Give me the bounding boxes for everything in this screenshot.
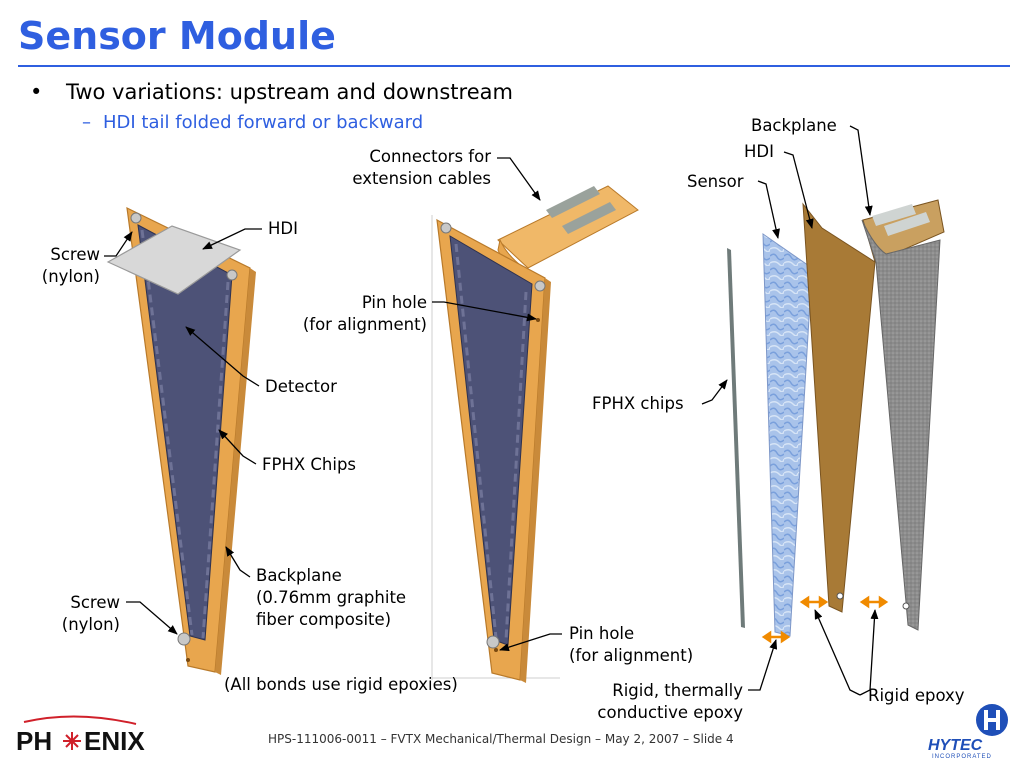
epoxy-gap-arrows <box>761 595 889 644</box>
bullet-main-text: Two variations: upstream and downstream <box>66 80 513 104</box>
leader-fphx-right <box>701 379 728 405</box>
label-screw-bottom: Screw (nylon) <box>40 592 120 636</box>
middle-screw-right <box>534 280 546 292</box>
exploded-backplane-hole <box>902 602 910 610</box>
middle-screw-bottom <box>486 635 500 649</box>
label-pinhole-bottom-line1: Pin hole <box>569 624 635 643</box>
slide-footer: HPS-111006-0011 – FVTX Mechanical/Therma… <box>268 732 734 746</box>
label-screw-top-line2: (nylon) <box>41 267 100 286</box>
label-rigid-thermal: Rigid, thermally conductive epoxy <box>570 680 743 724</box>
leader-detector <box>185 326 260 387</box>
label-pinhole-top-line2: (for alignment) <box>302 315 427 334</box>
leader-screw-bottom <box>126 601 178 635</box>
left-module <box>106 206 256 675</box>
exploded-connector-1 <box>872 204 916 226</box>
middle-backplane-edge <box>520 278 551 683</box>
label-pinhole-top: Pin hole (for alignment) <box>280 292 427 336</box>
label-rigid-thermal-line1: Rigid, thermally <box>612 681 743 700</box>
slide-title: Sensor Module <box>18 14 336 58</box>
leader-rigid-thermal <box>748 639 778 691</box>
leader-backplane-right <box>849 125 873 216</box>
left-backplane-edge <box>215 268 256 675</box>
bullet-dot: • <box>30 80 43 104</box>
hytec-logo-subtext: INCORPORATED <box>932 754 992 760</box>
exploded-connector-2 <box>884 212 930 236</box>
label-hdi-right: HDI <box>744 142 774 161</box>
label-bonds-note: (All bonds use rigid epoxies) <box>224 675 458 694</box>
label-pinhole-bottom: Pin hole (for alignment) <box>569 623 693 667</box>
exploded-hdi <box>802 202 876 613</box>
hytec-logo-graphic: HYTEC INCORPORATED <box>928 704 1008 760</box>
left-chip-row-2 <box>201 281 230 639</box>
hytec-logo: HYTEC INCORPORATED <box>926 700 1016 760</box>
left-screw-right <box>226 269 238 281</box>
hytec-logo-text: HYTEC <box>928 737 983 754</box>
phenix-logo-left: PH <box>16 726 52 756</box>
phenix-logo-graphic: PH ENIX <box>16 715 145 756</box>
leader-rigid-epoxy-1 <box>814 609 861 696</box>
leader-hdi-left <box>202 228 262 250</box>
label-backplane-left: Backplane (0.76mm graphite fiber composi… <box>256 565 406 631</box>
label-backplane-line3: fiber composite) <box>256 610 392 629</box>
leader-pinhole-top <box>432 301 537 322</box>
middle-connector-1 <box>546 186 600 218</box>
bullet-sub-text: HDI tail folded forward or backward <box>103 112 424 133</box>
leader-rigid-epoxy-2 <box>859 609 879 696</box>
exploded-fphx-chips <box>727 248 745 628</box>
label-rigid-epoxy: Rigid epoxy <box>868 686 965 705</box>
middle-connector-2 <box>562 202 616 234</box>
bullet-sub-dash: – <box>82 112 91 133</box>
exploded-hdi-hole <box>836 592 844 600</box>
leader-lines <box>104 125 879 696</box>
left-chip-row-1 <box>140 229 194 636</box>
middle-screw-top <box>440 222 452 234</box>
label-sensor-right: Sensor <box>687 172 744 191</box>
label-screw-bottom-line1: Screw <box>70 593 120 612</box>
label-screw-top-line1: Screw <box>50 245 100 264</box>
leader-connectors <box>497 157 541 201</box>
leader-sensor-right <box>757 180 780 239</box>
phenix-logo-right: ENIX <box>84 726 145 756</box>
label-connectors: Connectors for extension cables <box>310 146 491 190</box>
exploded-backplane <box>861 219 941 631</box>
leader-hdi-right <box>783 151 814 229</box>
label-connectors-line2: extension cables <box>352 169 491 188</box>
middle-chip-row-2 <box>504 291 528 641</box>
bullet-sub: –HDI tail folded forward or backward <box>82 112 423 133</box>
label-pinhole-bottom-line2: (for alignment) <box>569 646 694 665</box>
right-exploded-view <box>727 199 945 644</box>
label-fphx-chips-left: FPHX Chips <box>262 455 357 474</box>
left-pin-bottom <box>186 658 190 662</box>
label-rigid-thermal-line2: conductive epoxy <box>597 703 743 722</box>
phenix-logo: PH ENIX <box>16 712 166 756</box>
label-backplane-line2: (0.76mm graphite <box>256 588 407 607</box>
middle-pin-bottom <box>494 648 498 652</box>
label-backplane-right: Backplane <box>751 116 837 135</box>
leader-fphx-left <box>218 429 257 465</box>
label-screw-top: Screw (nylon) <box>30 244 100 288</box>
middle-pin-top <box>536 318 540 322</box>
label-pinhole-top-line1: Pin hole <box>361 293 427 312</box>
middle-chip-row-1 <box>454 243 498 639</box>
label-fphx-chips-right: FPHX chips <box>592 394 684 413</box>
label-detector: Detector <box>265 377 337 396</box>
label-connectors-line1: Connectors for <box>369 147 491 166</box>
exploded-sensor <box>762 233 813 637</box>
label-backplane-line1: Backplane <box>256 566 342 585</box>
label-screw-bottom-line2: (nylon) <box>61 615 120 634</box>
middle-module <box>436 185 639 683</box>
left-screw-top <box>130 212 142 224</box>
leader-screw-top <box>104 231 133 257</box>
left-screw-bottom <box>177 632 191 646</box>
leader-pinhole-bottom <box>499 633 562 652</box>
title-rule <box>18 65 1010 67</box>
leader-backplane <box>225 546 251 578</box>
label-hdi-left: HDI <box>268 219 298 238</box>
